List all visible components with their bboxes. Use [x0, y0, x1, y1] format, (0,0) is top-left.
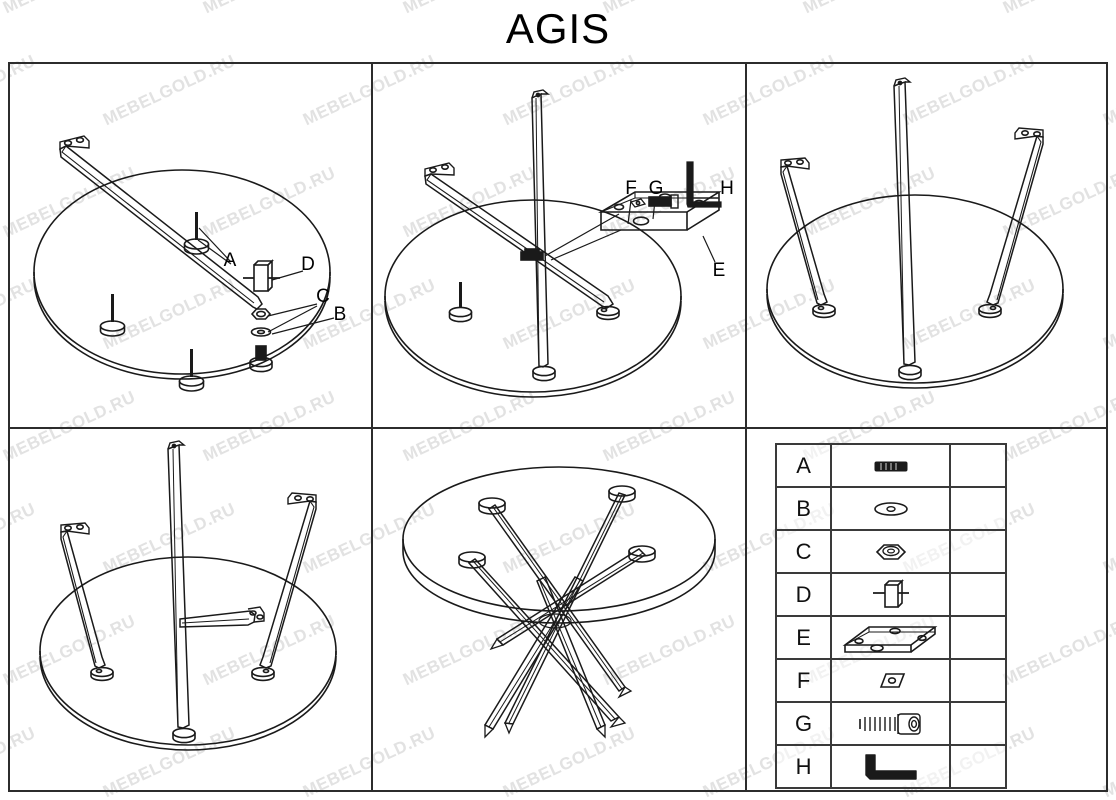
part-icon-cell — [830, 443, 952, 488]
callout-label-c: C — [316, 286, 330, 307]
bolt-icon — [874, 461, 908, 471]
panel-step-1: A D C B — [10, 64, 371, 427]
part-code: C — [774, 529, 833, 574]
table-row: G — [774, 701, 1007, 746]
table-row: C — [774, 529, 1007, 574]
allen-key-icon — [864, 753, 917, 780]
part-quantity — [949, 615, 1007, 660]
part-quantity — [949, 572, 1007, 617]
callout-label-b: B — [334, 304, 347, 325]
callout-label-f: F — [625, 178, 637, 199]
panel-step-4 — [10, 429, 371, 792]
part-quantity — [949, 744, 1007, 789]
callout-label-a: A — [224, 250, 237, 271]
panel-step-2: F G H E — [373, 64, 745, 427]
table-row: D — [774, 572, 1007, 617]
part-code: H — [774, 744, 833, 789]
callout-label-e: E — [713, 260, 726, 281]
part-icon-cell — [830, 529, 952, 574]
parts-legend-table: A B C — [774, 443, 1007, 789]
hex-nut-icon — [875, 543, 906, 560]
part-icon-cell — [830, 701, 952, 746]
part-quantity — [949, 529, 1007, 574]
part-code: E — [774, 615, 833, 660]
part-icon-cell — [830, 486, 952, 531]
panel-step-5 — [373, 429, 745, 792]
grid-divider-horizontal — [10, 427, 1106, 429]
part-code: D — [774, 572, 833, 617]
panel-grid: A D C B — [8, 62, 1108, 792]
page-title: AGIS — [505, 5, 611, 52]
callout-label-d: D — [301, 254, 315, 275]
part-code: A — [774, 443, 833, 488]
table-row: A — [774, 443, 1007, 488]
table-row: B — [774, 486, 1007, 531]
part-icon-cell — [830, 744, 952, 789]
table-row: H — [774, 744, 1007, 789]
panel-step-3 — [747, 64, 1106, 427]
part-quantity — [949, 658, 1007, 703]
mounting-plate-icon — [842, 625, 938, 653]
part-code: F — [774, 658, 833, 703]
part-quantity — [949, 701, 1007, 746]
part-quantity — [949, 443, 1007, 488]
callout-label-h: H — [720, 178, 734, 199]
part-icon-cell — [830, 615, 952, 660]
title-bar: AGIS — [0, 0, 1116, 62]
table-row: F — [774, 658, 1007, 703]
part-code: G — [774, 701, 833, 746]
socket-screw-icon — [858, 712, 921, 735]
washer-icon — [873, 501, 908, 516]
callout-label-g: G — [649, 178, 664, 199]
threaded-insert-icon — [872, 578, 909, 608]
small-plate-icon — [879, 672, 905, 688]
part-code: B — [774, 486, 833, 531]
table-row: E — [774, 615, 1007, 660]
part-icon-cell — [830, 572, 952, 617]
part-quantity — [949, 486, 1007, 531]
part-icon-cell — [830, 658, 952, 703]
